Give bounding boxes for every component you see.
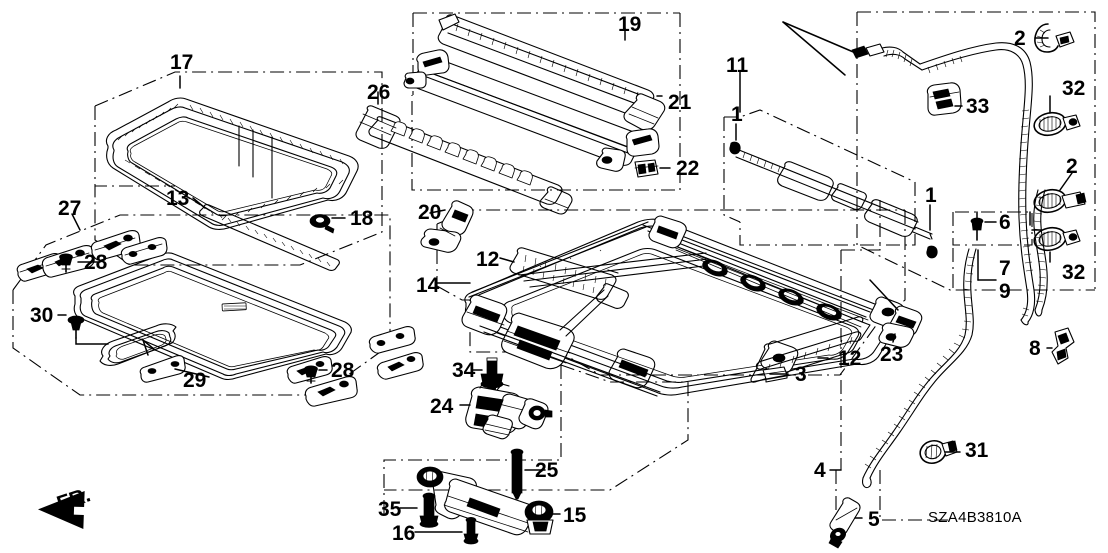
cluster-clips-upper-left — [16, 230, 168, 345]
callout-6: 6 — [999, 211, 1011, 234]
callout-35: 35 — [378, 498, 402, 521]
callout-leaders — [57, 37, 1073, 533]
callout-9: 9 — [999, 280, 1011, 303]
callout-18: 18 — [350, 207, 374, 230]
part-35-bolt — [419, 492, 439, 528]
callout-13: 13 — [166, 187, 190, 210]
callout-25: 25 — [535, 459, 559, 482]
callout-11: 11 — [726, 54, 749, 77]
group-box-6 — [952, 211, 1033, 246]
part-drain-hose-top — [851, 42, 1036, 326]
callout-20: 20 — [418, 201, 442, 224]
part-32-clamp-lower — [1033, 226, 1081, 252]
part-sunshade-panel — [73, 252, 352, 383]
callout-30: 30 — [30, 304, 54, 327]
part-28-pin-lower — [304, 365, 318, 384]
part-26-rail — [355, 105, 573, 215]
callout-31: 31 — [965, 439, 989, 462]
fr-arrow-icon — [37, 491, 85, 530]
clip-c — [90, 230, 141, 261]
clip-g — [368, 326, 416, 354]
part-22-clip — [634, 159, 659, 178]
callout-23: 23 — [880, 343, 904, 366]
callout-8: 8 — [1029, 337, 1041, 360]
clip-d — [120, 237, 168, 265]
callout-17: 17 — [170, 51, 194, 74]
callout-12-right: 12 — [838, 347, 862, 370]
clip-f — [304, 376, 358, 407]
diagram-code: SZA4B3810A — [928, 509, 1022, 526]
group-box-7-9 — [952, 248, 997, 288]
callout-2-mid: 2 — [1066, 155, 1078, 178]
callout-32-lower: 32 — [1062, 261, 1086, 284]
part-25-bolt — [510, 448, 524, 500]
group-box-17 — [94, 71, 383, 266]
part-32-clamp-upper — [1033, 111, 1081, 137]
group-box-11 — [723, 71, 931, 246]
part-24-motor — [465, 380, 553, 440]
clip-h — [376, 352, 424, 380]
callout-1-lower: 1 — [925, 184, 937, 207]
callout-28-upper: 28 — [84, 251, 108, 274]
callout-19: 19 — [618, 13, 642, 36]
part-17-glass-panel — [105, 97, 359, 230]
part-7-9-tube — [1033, 189, 1048, 317]
part-20-bracket — [420, 200, 474, 253]
callout-21: 21 — [668, 91, 692, 114]
part-3-pad — [762, 366, 788, 383]
callout-32-upper: 32 — [1062, 77, 1086, 100]
callout-7: 7 — [999, 257, 1011, 280]
part-29-handle — [99, 323, 177, 366]
group-box-19 — [411, 12, 681, 191]
callout-34: 34 — [452, 359, 476, 382]
part-28-pin-upper — [59, 253, 73, 273]
part-15-link-bracket — [416, 466, 554, 536]
cluster-clips-lower-right — [286, 326, 424, 407]
part-11-drive-cable — [729, 21, 938, 259]
part-16-screw — [463, 517, 479, 545]
part-12-rail-left — [509, 247, 619, 300]
fr-orientation-marker — [28, 485, 138, 535]
callout-2-upper: 2 — [1014, 27, 1026, 50]
callout-22: 22 — [676, 157, 700, 180]
part-33-harness-clip — [926, 82, 962, 116]
part-19-wind-deflector — [403, 13, 666, 172]
callout-26: 26 — [367, 81, 391, 104]
callout-5: 5 — [868, 508, 880, 531]
callout-1-upper: 1 — [731, 103, 743, 126]
callout-3: 3 — [795, 363, 807, 386]
callout-28-lower: 28 — [331, 359, 355, 382]
callout-33: 33 — [966, 95, 990, 118]
callout-27: 27 — [58, 197, 82, 220]
part-18-screw — [309, 214, 335, 234]
part-2-clamp-mid — [1033, 188, 1087, 214]
group-box-25 — [383, 364, 689, 518]
part-14-frame-assembly — [461, 215, 905, 397]
part-4-drain-tube — [862, 217, 984, 489]
part-5-valve — [828, 497, 861, 549]
part-23-bracket — [869, 279, 923, 348]
part-12-rail-right — [750, 316, 871, 383]
callout-14: 14 — [416, 274, 440, 297]
callout-29: 29 — [183, 369, 207, 392]
part-2-clip-top — [1034, 23, 1075, 53]
callout-4: 4 — [814, 459, 826, 482]
callout-15: 15 — [563, 504, 587, 527]
callout-24: 24 — [430, 395, 454, 418]
part-30-screw — [67, 315, 109, 345]
callout-12-left: 12 — [476, 248, 500, 271]
part-8-joint — [1051, 327, 1075, 365]
group-box-drain-right — [856, 11, 1096, 291]
callout-16: 16 — [392, 522, 416, 545]
